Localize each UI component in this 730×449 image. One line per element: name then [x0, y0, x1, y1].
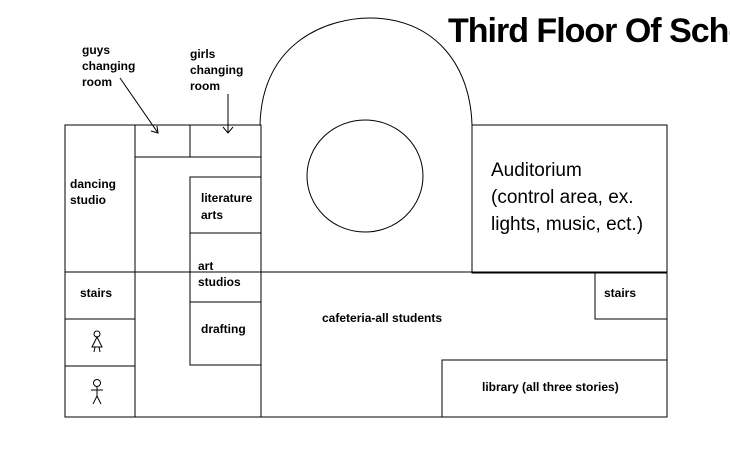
male-figure-icon [91, 379, 103, 405]
female-figure-icon [91, 330, 103, 353]
cafeteria-label: cafeteria-all students [322, 311, 442, 325]
center-rooms-block [189, 176, 262, 366]
lower-floor-outline [134, 271, 668, 418]
girls-changing-room [189, 124, 262, 158]
stage-circle [306, 119, 424, 233]
guys-arrow-line [119, 77, 159, 134]
guys-arrow-head [150, 125, 159, 134]
guys-changing-room [134, 124, 191, 158]
auditorium-dome [259, 17, 473, 272]
auditorium-label: Auditorium (control area, ex. lights, mu… [491, 160, 643, 235]
art-studios-label: art studios [198, 259, 241, 289]
drafting-label: drafting [201, 322, 246, 336]
girls-arrow-head [222, 126, 234, 134]
library-label: library (all three stories) [482, 380, 619, 394]
right-stairs-room [594, 271, 668, 320]
page-title: Third Floor Of School [448, 12, 730, 50]
stairs-left-label: stairs [80, 286, 112, 300]
girls-changing-room-label: girls changing room [190, 47, 247, 93]
guys-changing-room-label: guys changing room [82, 43, 139, 89]
stairs-right-label: stairs [604, 286, 636, 300]
left-wing-outline [64, 124, 262, 418]
dancing-studio-label: dancing studio [70, 177, 119, 207]
literature-arts-label: literature arts [201, 191, 256, 222]
library-room [441, 359, 668, 418]
